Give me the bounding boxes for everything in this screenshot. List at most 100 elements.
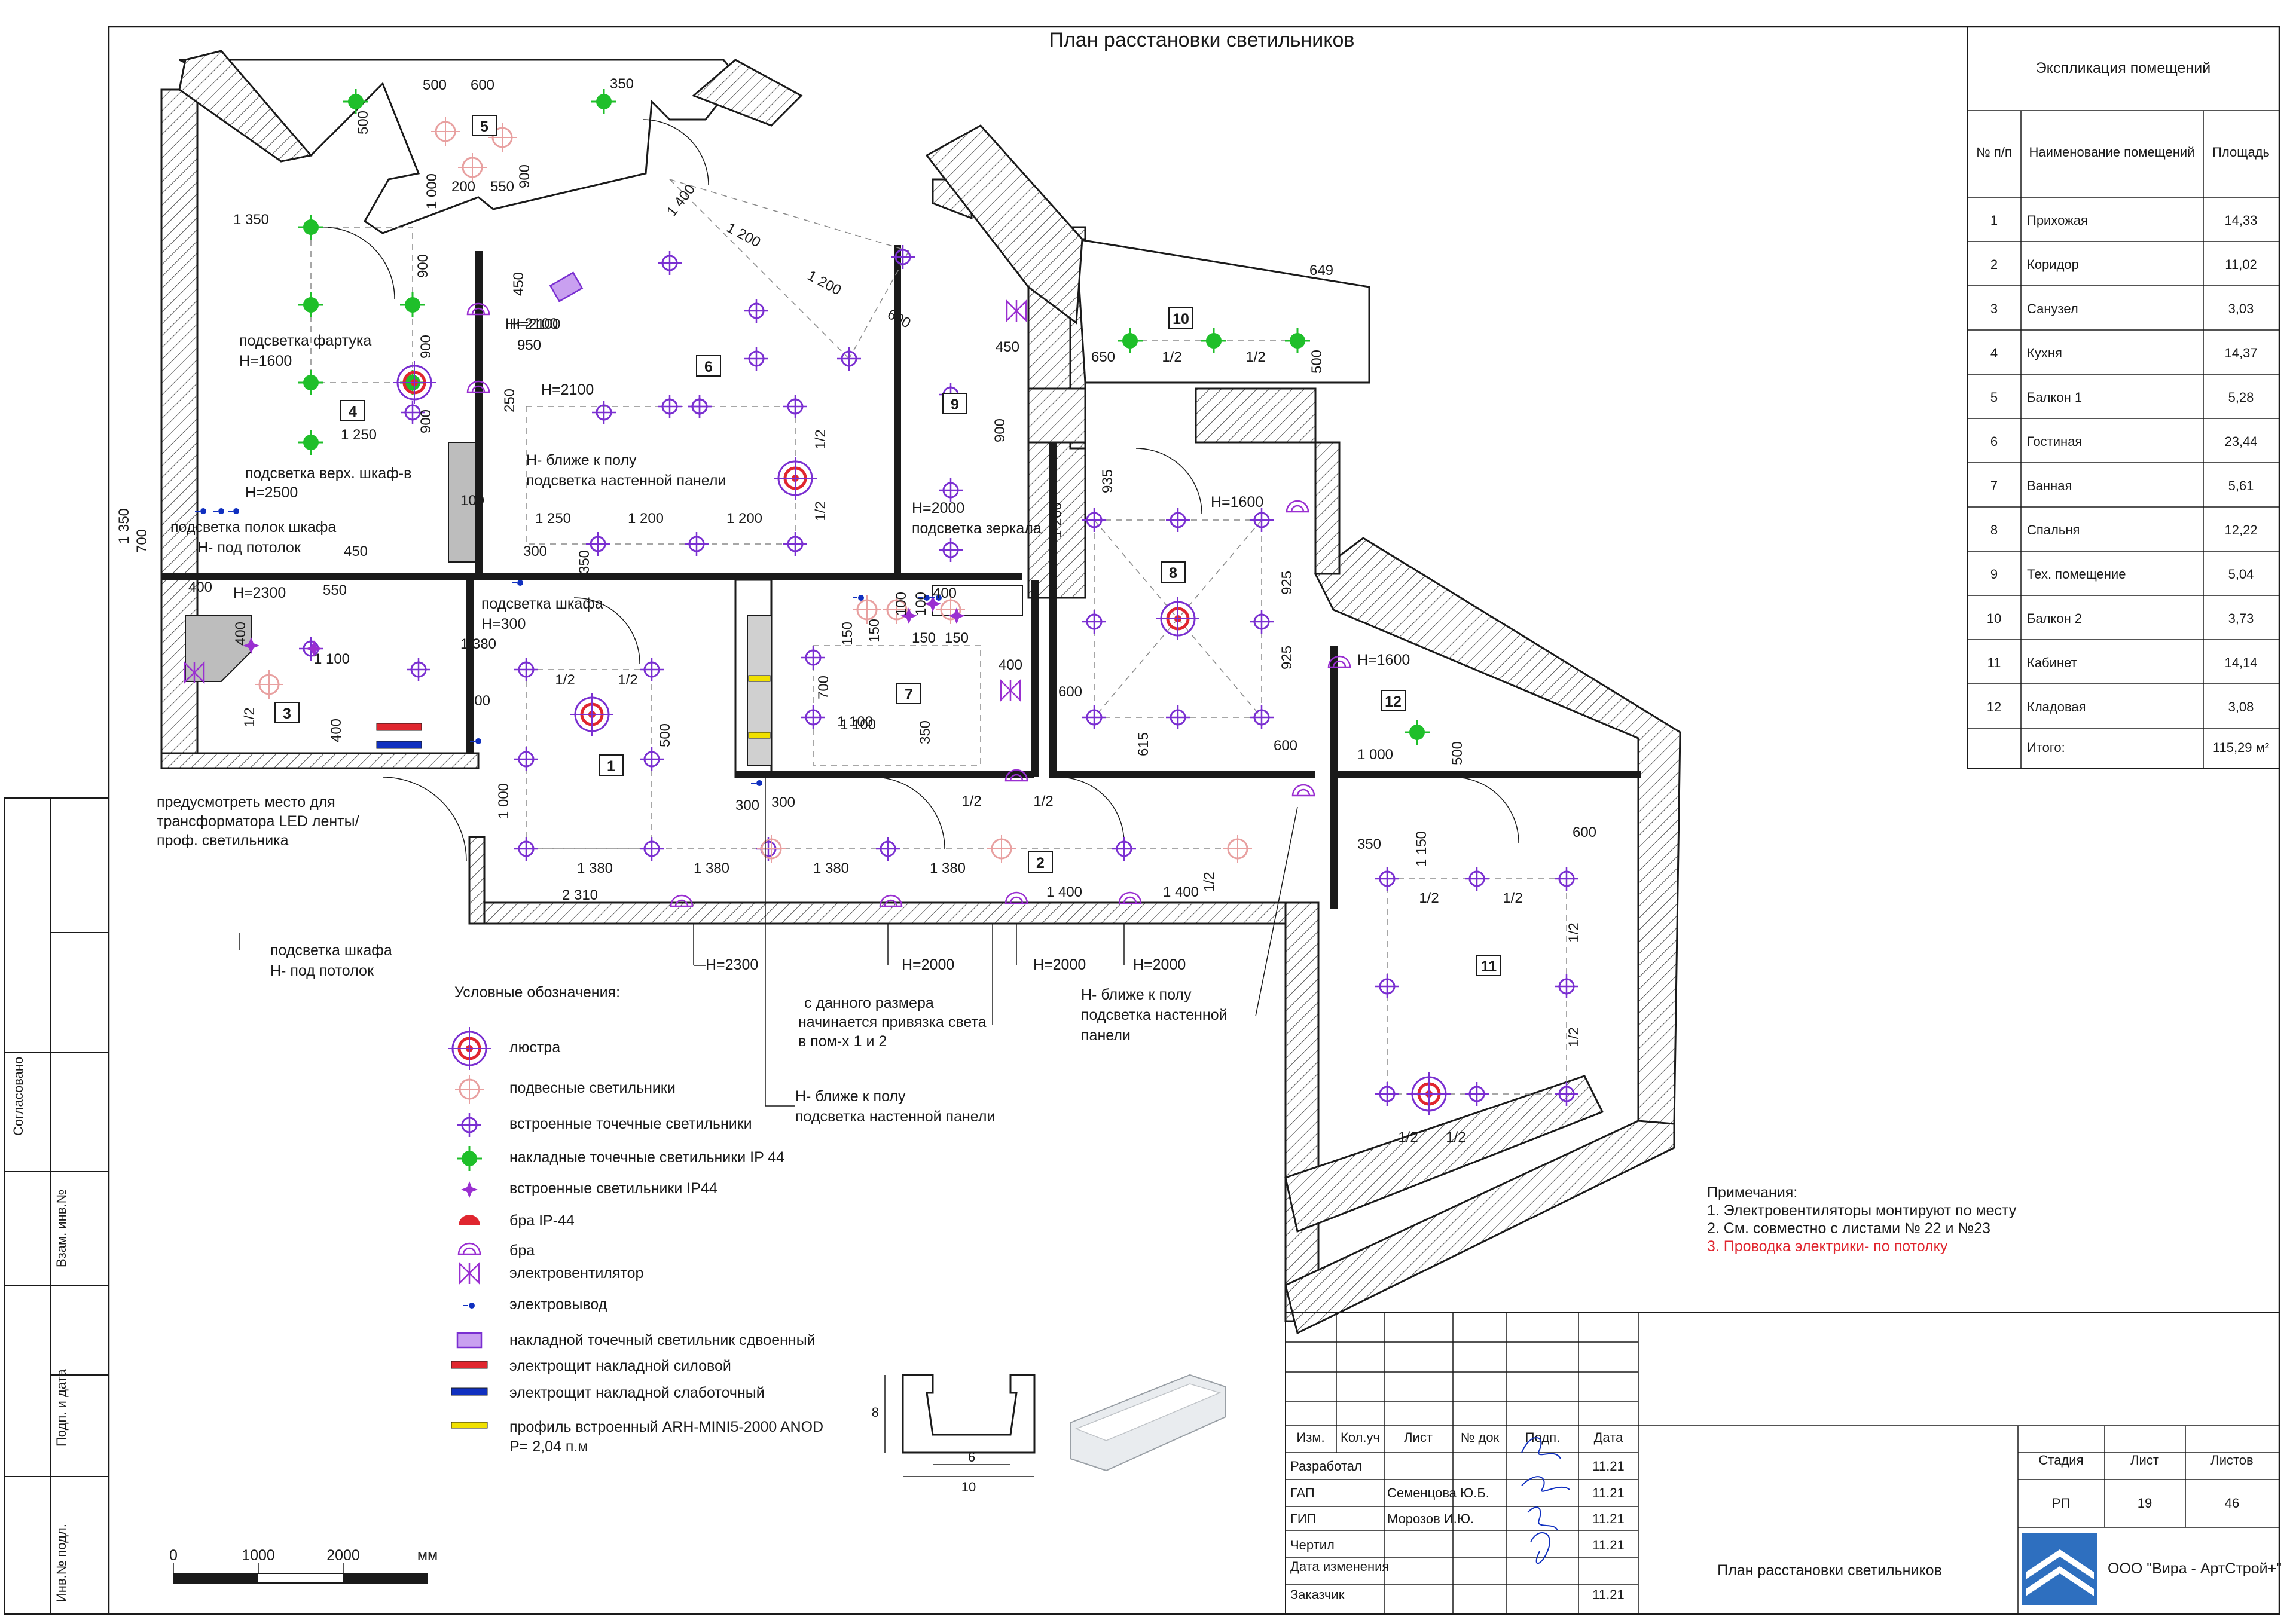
dimension-label: 1/2 [961,793,981,809]
wall-south-west [468,836,486,925]
explication-row-name: Балкон 1 [2027,390,2082,405]
recessed-spot-icon [1374,1081,1400,1107]
dimension-label: 1 200 [628,511,664,527]
partition-kitchen [475,251,483,574]
outlet-icon [511,579,524,586]
chandelier-icon [393,361,436,404]
legend-item-label: электрощит накладной силовой [509,1358,731,1374]
dimension-label: 1 000 [1357,747,1393,763]
notes-2: 2. См. совместно с листами № 22 и №23 [1707,1220,1990,1237]
label-transformer-1: предусмотреть место для [157,794,335,811]
label-h1600-storage: H=1600 [1357,652,1410,668]
label-upper-cab-h: H=2500 [245,484,298,501]
chandelier-icon [448,1027,491,1070]
recessed-spot-icon [1165,704,1191,730]
explication-row-name: Прихожая [2027,213,2088,228]
fan-icon [1000,678,1021,702]
recessed-spot-icon [456,1112,483,1138]
recessed-spot-icon [639,746,665,772]
dimension-label: 200 [451,179,475,195]
legend-item-label: подвесные светильники [509,1080,676,1096]
label-transformer-2: трансформатора LED ленты/ [157,813,359,830]
stamp-date: 11.21 [1592,1538,1624,1552]
room-number: 1 [607,758,615,775]
dimension-label: 500 [1449,741,1465,765]
partition-bed-bottom [1049,771,1315,778]
dimension-label: 1/2 [1398,1129,1418,1145]
stamp-company: ООО "Вира - АртСтрой+" [2108,1560,2282,1577]
recessed-spot-icon [1165,507,1191,533]
explication-table: Экспликация помещений № п/п Наименование… [1967,26,2280,769]
dimension-label: 100 [460,493,484,509]
legend-item-label: профиль встроенный ARH-MINI5-2000 ANOD [509,1419,823,1435]
explication-row-area: 14,37 [2224,346,2257,360]
power-panel-icon [376,723,422,731]
dimension-label: 1 250 [341,427,377,443]
explication-row-num: 6 [1990,434,1998,449]
notes: Примечания: 1. Электровентиляторы монтир… [1707,1184,2017,1255]
dimension-label: 935 [1100,469,1116,493]
dimension-label: 1 100 [837,714,873,730]
stamp-role: Заказчик [1290,1587,1345,1602]
stamp-sheet: 19 [2138,1496,2152,1511]
dimension-label: 1 100 [314,651,350,667]
dimension-label: 400 [328,719,344,742]
partition-kitchen-cab [448,442,476,563]
legend-item-label: бра [509,1242,535,1259]
dimension-label: 400 [999,657,1022,673]
dimension-label: 450 [344,543,368,560]
stamp-role: ГАП [1290,1486,1315,1500]
dimension-label: 400 [933,585,957,601]
label-transformer-3: проф. светильника [157,832,289,849]
stamp-stage: РП [2052,1496,2071,1511]
explication-row-area: 5,28 [2228,390,2254,405]
outlet-icon [227,508,240,515]
stamp-name: Морозов И.Ю. [1387,1511,1474,1526]
legend-item-label: электровывод [509,1296,607,1313]
dimension-label: 1/2 [242,707,258,727]
wall-south-left [160,752,480,769]
dimension-label: 925 [1279,571,1295,595]
label-near-floor: H- ближе к полу [526,452,637,469]
label-mirror: подсветка зеркала [912,520,1042,537]
label-cabinet-2: подсветка шкафа [270,942,392,959]
dimension-label: 550 [323,582,347,598]
label-h2300-b: H=2300 [706,956,758,973]
partition-tech [894,245,901,580]
recessed-spot-icon [1374,866,1400,892]
recessed-spot-icon [800,704,826,730]
explication-header: Экспликация помещений [2036,60,2210,77]
dimension-label: 500 [423,77,447,93]
explication-row-num: 10 [1987,611,2001,626]
profile-icon [451,1422,488,1429]
label-cabinet-2-h: H- под потолок [270,962,374,979]
partition-bath-right [1031,580,1039,777]
surface-spot-icon [297,291,325,319]
stamp-col-header: Подп. [1525,1430,1560,1445]
label-shelves-h: H- под потолок [197,539,301,556]
legend-item-label: встроенные светильники IP44 [509,1180,718,1197]
label-apron: подсветка фартука [239,332,371,349]
dimension-label: 600 [1274,738,1297,754]
label-wall-panel-2: подсветка настенной панели [795,1108,995,1125]
legend-item-label: электровентилятор [509,1265,643,1282]
explication-total-label: Итого: [2027,740,2065,755]
wall-diag-south [1284,1120,1675,1335]
legend-item-label: люстра [509,1039,560,1056]
room-number-box [1381,690,1406,711]
dimension-label: 400 [188,579,212,595]
chandelier-icon [1156,597,1199,640]
label-cabinet: подсветка шкафа [481,595,603,612]
dimension-label: 100 [913,592,929,616]
pendant-icon [756,833,787,864]
signature-4 [1530,1532,1550,1564]
partition-bath-bottom [735,771,1034,778]
recessed-spot-icon [938,477,964,503]
dimension-label: 1 380 [577,860,613,876]
surface-spot-icon [297,369,325,396]
dimension-label: H=2100 [510,316,561,332]
pendant-icon [454,1074,485,1105]
side-stamp-sign-date: Подп. и дата [54,1369,69,1447]
dimension-label: 350 [917,720,933,744]
